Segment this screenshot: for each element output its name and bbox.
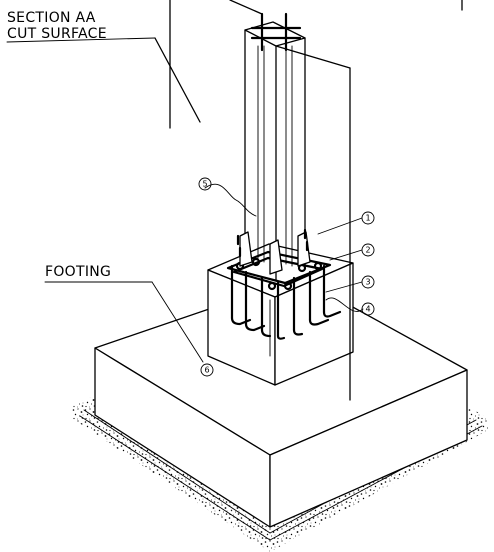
callout-leaders — [204, 183, 364, 312]
footing-label: FOOTING — [44, 264, 204, 363]
rebar-cage — [226, 250, 342, 340]
callout-6: 6 — [200, 363, 214, 377]
section-label-line1: SECTION AA — [7, 10, 96, 26]
callout-3: 3 — [361, 275, 375, 289]
footing-label-text: FOOTING — [45, 264, 111, 280]
callout-5-number: 5 — [202, 180, 207, 189]
callout-6-number: 6 — [204, 366, 209, 375]
section-label: SECTION AA CUT SURFACE — [6, 10, 156, 43]
callout-1: 1 — [361, 211, 375, 225]
callout-4-number: 4 — [365, 305, 370, 314]
section-label-line2: CUT SURFACE — [7, 26, 107, 42]
callout-4: 4 — [361, 302, 375, 316]
callout-1-number: 1 — [365, 214, 370, 223]
callout-5: 5 — [198, 177, 212, 191]
section-cut — [154, 0, 463, 129]
callout-2-number: 2 — [365, 246, 370, 255]
callout-2: 2 — [361, 243, 375, 257]
callout-3-number: 3 — [365, 278, 370, 287]
column — [236, 12, 351, 401]
